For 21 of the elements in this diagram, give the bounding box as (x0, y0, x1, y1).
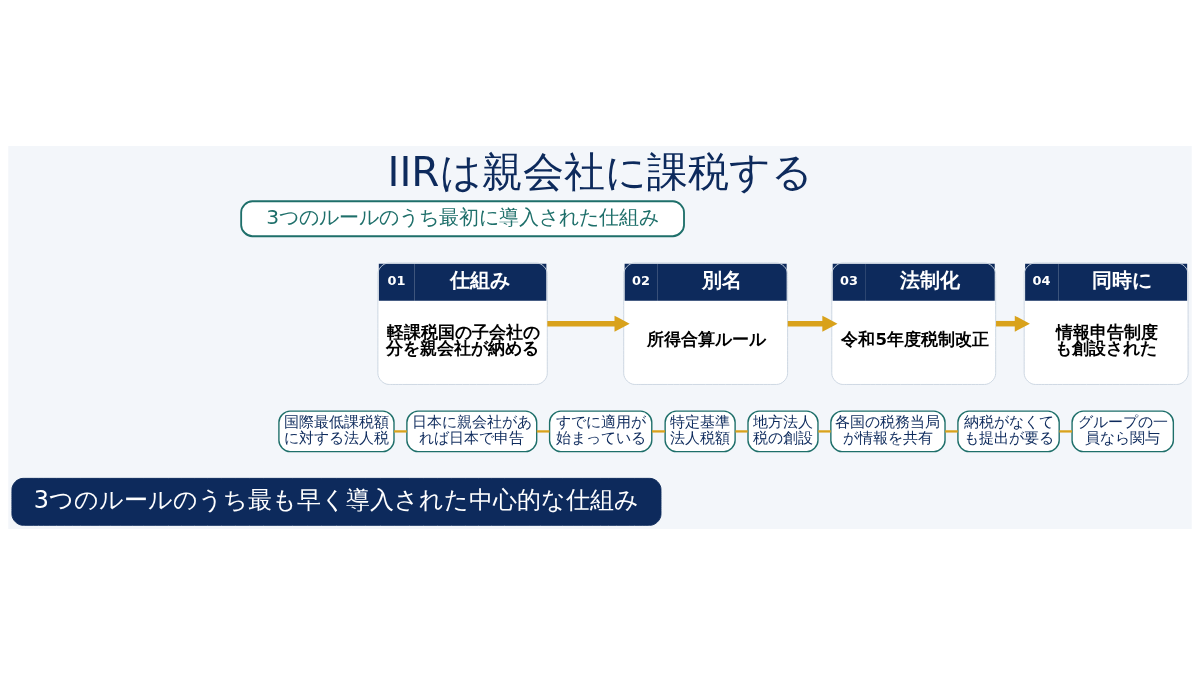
arrow (547, 315, 630, 332)
node-box: 国際最低課税額に対する法人税 (278, 410, 395, 453)
connector (651, 430, 666, 433)
node-box: グループの一員なら関与 (1071, 410, 1175, 453)
node-box: すでに適用が始まっている (548, 410, 653, 453)
connector (1059, 430, 1072, 433)
node-box: 地方法人税の創設 (747, 410, 819, 453)
diagram-title: IIRは親会社に課税する (387, 147, 813, 196)
node-box: 納税がなくても提出が要る (957, 410, 1060, 453)
node-box: 特定基準法人税額 (664, 410, 736, 453)
arrow (996, 315, 1030, 332)
node-box: 3つのルールのうち最初に導入された仕組み (240, 200, 685, 238)
connector (945, 430, 958, 433)
connector (818, 430, 831, 433)
node-box: 3つのルールのうち最も早く導入された中心的な仕組み (11, 477, 662, 526)
node-box: 日本に親会社があれば日本で申告 (406, 410, 538, 453)
arrow (787, 315, 838, 332)
connector (536, 430, 550, 433)
connector (735, 430, 748, 433)
node-box: 各国の税務当局が情報を共有 (830, 410, 946, 453)
connector (394, 430, 407, 433)
